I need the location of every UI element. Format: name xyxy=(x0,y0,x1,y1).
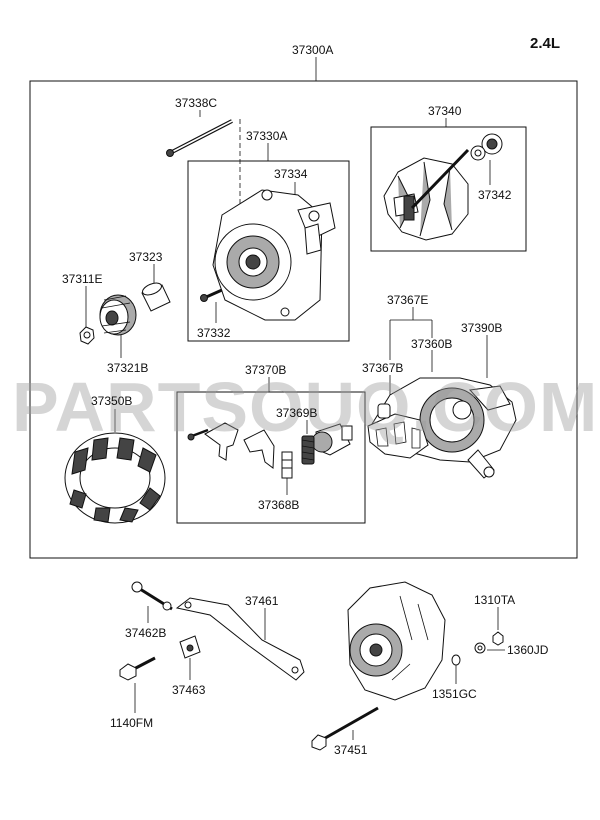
bracket-bolt xyxy=(131,581,173,611)
part-label-37323: 37323 xyxy=(129,250,163,264)
part-label-37370B: 37370B xyxy=(245,363,286,377)
bracket-spacer xyxy=(179,635,201,659)
part-label-37462B: 37462B xyxy=(125,626,166,640)
part-label-37368B: 37368B xyxy=(258,498,299,512)
part-label-37451: 37451 xyxy=(334,743,368,757)
part-label-37461: 37461 xyxy=(245,594,279,608)
pulley xyxy=(99,294,137,336)
part-label-37390B: 37390B xyxy=(461,321,502,335)
part-label-1351GC: 1351GC xyxy=(432,687,477,701)
engine-variant-label: 2.4L xyxy=(530,35,560,52)
spacer-collar xyxy=(141,282,171,312)
watermark: PARTSOUQ.COM xyxy=(12,368,598,446)
part-label-37360B: 37360B xyxy=(411,337,452,351)
bracket-screw xyxy=(200,288,223,302)
front-bracket-frame xyxy=(187,160,350,342)
alternator-assembly xyxy=(347,581,446,701)
rectifier-terminal xyxy=(377,403,391,419)
washer-nut xyxy=(474,642,486,654)
assembly-number-label: 37300A xyxy=(292,43,333,57)
brush-holder xyxy=(311,423,353,456)
leader-lines xyxy=(85,57,505,740)
part-label-37321B: 37321B xyxy=(107,361,148,375)
part-label-37311E: 37311E xyxy=(62,272,102,286)
regulator-frame xyxy=(176,391,366,524)
part-label-1310TA: 1310TA xyxy=(474,593,515,607)
rotor xyxy=(383,148,470,241)
rectifier xyxy=(367,413,429,459)
pulley-nut xyxy=(79,326,95,345)
part-label-37350B: 37350B xyxy=(91,394,132,408)
part-label-37340: 37340 xyxy=(428,104,462,118)
brush-spring xyxy=(301,435,315,465)
flange-nut xyxy=(451,654,461,666)
front-bracket xyxy=(212,189,336,321)
through-bolt xyxy=(166,119,233,157)
adjusting-bar xyxy=(175,597,305,681)
rotor-bearing xyxy=(470,133,503,161)
stud-nut xyxy=(492,631,504,646)
mounting-bolt xyxy=(119,656,156,681)
part-label-37367B: 37367B xyxy=(362,361,403,375)
long-bolt xyxy=(311,706,379,751)
regulator-screw xyxy=(187,428,209,441)
regulator-brackets xyxy=(204,422,275,469)
rotor-frame xyxy=(370,126,527,252)
stator xyxy=(64,432,166,524)
part-label-1140FM: 1140FM xyxy=(110,716,153,730)
assembly-frame xyxy=(29,80,578,559)
part-label-37334: 37334 xyxy=(274,167,308,181)
part-label-37369B: 37369B xyxy=(276,406,317,420)
part-label-37463: 37463 xyxy=(172,683,206,697)
part-label-37338C: 37338C xyxy=(175,96,217,110)
part-label-37342: 37342 xyxy=(478,188,512,202)
part-label-37367E: 37367E xyxy=(387,293,428,307)
brush xyxy=(281,451,293,479)
part-label-37330A: 37330A xyxy=(246,129,287,143)
part-label-37332: 37332 xyxy=(197,326,231,340)
part-label-1360JD: 1360JD xyxy=(507,643,549,657)
part-labels: 37300A 37338C 37330A 37334 37340 37342 3… xyxy=(62,43,549,757)
